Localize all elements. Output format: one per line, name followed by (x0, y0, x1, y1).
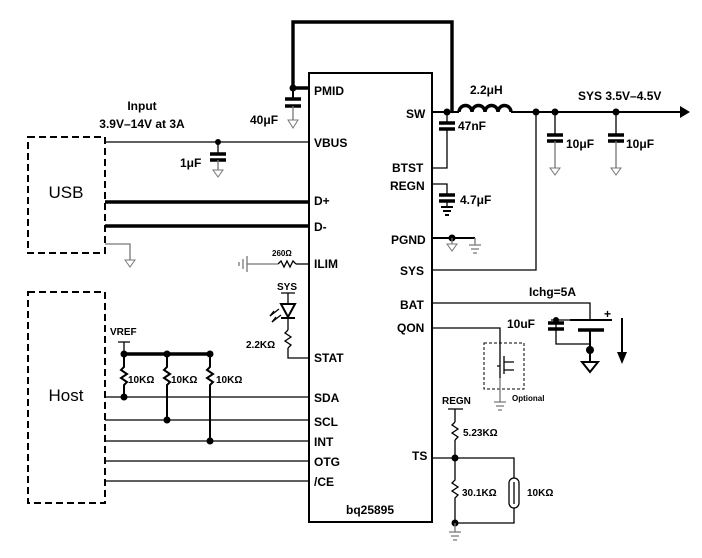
resistor-5-23k-label: 5.23KΩ (463, 428, 498, 439)
charge-current-label: Ichg=5A (529, 285, 576, 299)
sys-output-arrow (680, 106, 690, 118)
qon-wire (432, 327, 501, 352)
pin-ilim: ILIM (314, 257, 338, 271)
resistor-30-1k-label: 30.1KΩ (462, 488, 497, 499)
inductor-2-2uh (457, 103, 513, 113)
ground-symbol (610, 167, 622, 176)
stat-sys-label: SYS (277, 282, 297, 293)
inductor-label: 2.2μH (470, 83, 503, 97)
ic-name: bq25895 (346, 503, 394, 517)
resistor-stat (283, 329, 293, 349)
pin-dplus: D+ (314, 194, 330, 208)
pin-qon: QON (397, 321, 424, 335)
pin-sys: SYS (400, 264, 424, 278)
cap-sys-10uf-2 (608, 133, 624, 143)
ground-symbol (441, 206, 453, 216)
pin-sda: SDA (314, 391, 340, 405)
resistor-stat-label: 2.2KΩ (246, 340, 275, 351)
stat-led (279, 303, 297, 320)
pin-pgnd: PGND (391, 233, 426, 247)
resistor-260ohm-label: 260Ω (272, 249, 292, 258)
cap-bat-label: 10uF (507, 317, 535, 331)
pin-dminus: D- (314, 220, 327, 234)
pin-bat: BAT (400, 298, 424, 312)
cap-sys-10uf-1-label: 10μF (566, 137, 594, 151)
ts-regn-label: REGN (442, 396, 471, 407)
ground-symbol (212, 169, 224, 178)
cap-btst-47nf (439, 121, 455, 131)
ground-symbol (579, 361, 601, 374)
sys-output-label: SYS 3.5V–4.5V (578, 89, 661, 103)
cap-40uf (285, 97, 301, 108)
pin-btst: BTST (392, 161, 424, 175)
pin-int: INT (314, 435, 334, 449)
cap-sys-10uf-1 (547, 133, 563, 143)
pin-otg: OTG (314, 455, 340, 469)
ground-symbol (287, 119, 299, 129)
pullup-resistor-3 (205, 354, 215, 441)
pin-regn: REGN (390, 179, 425, 193)
input-label: Input (127, 99, 156, 113)
optional-mosfet (497, 352, 514, 378)
ground-symbol (238, 256, 248, 272)
cap-btst-label: 47nF (458, 119, 486, 133)
resistor-5-23k (450, 421, 460, 441)
bat-wire (432, 302, 591, 320)
pullup-resistor-1 (119, 354, 129, 397)
cap-regn-label: 4.7μF (460, 193, 491, 207)
sys-pin-wire (432, 112, 537, 271)
host-label: Host (49, 386, 84, 405)
pullup-resistor-1-label: 10KΩ (128, 375, 154, 386)
ground-symbol (124, 259, 136, 268)
led-light-arrows (269, 308, 282, 323)
resistor-260ohm (277, 259, 297, 269)
usb-label: USB (49, 183, 84, 202)
ntc-thermistor-label: 10KΩ (527, 488, 553, 499)
pmid-sw-loop-wire (291, 20, 454, 112)
input-voltage-label: 3.9V–14V at 3A (99, 117, 185, 131)
cap-1uf-label: 1μF (180, 156, 201, 170)
cap-sys-10uf-2-label: 10μF (626, 137, 654, 151)
pullup-resistor-2-label: 10KΩ (171, 375, 197, 386)
ground-symbol (446, 243, 458, 252)
ic-body (308, 72, 433, 523)
cap-bat-10uf (548, 321, 564, 331)
vref-label: VREF (110, 327, 137, 338)
battery-plus-sign: + (604, 307, 611, 321)
pin-stat: STAT (314, 351, 344, 365)
ground-symbol (449, 531, 461, 541)
resistor-30-1k (450, 458, 460, 523)
pin-ts: TS (412, 449, 427, 463)
cap-regn-4-7uf (439, 193, 455, 203)
pin-vbus: VBUS (314, 136, 347, 150)
ground-symbol (494, 401, 506, 411)
pin-sw: SW (406, 107, 426, 121)
usb-block (27, 136, 106, 254)
pullup-resistor-2 (162, 354, 172, 420)
ground-symbol (469, 244, 481, 254)
cap-1uf (210, 152, 226, 162)
cap-40uf-label: 40μF (250, 113, 278, 127)
pin-ce: /CE (314, 475, 334, 489)
optional-label: Optional (512, 394, 544, 403)
optional-block (483, 342, 525, 390)
pullup-resistor-3-label: 10KΩ (216, 375, 242, 386)
ground-symbol (549, 167, 561, 176)
pin-scl: SCL (314, 415, 338, 429)
pin-pmid: PMID (314, 84, 344, 98)
